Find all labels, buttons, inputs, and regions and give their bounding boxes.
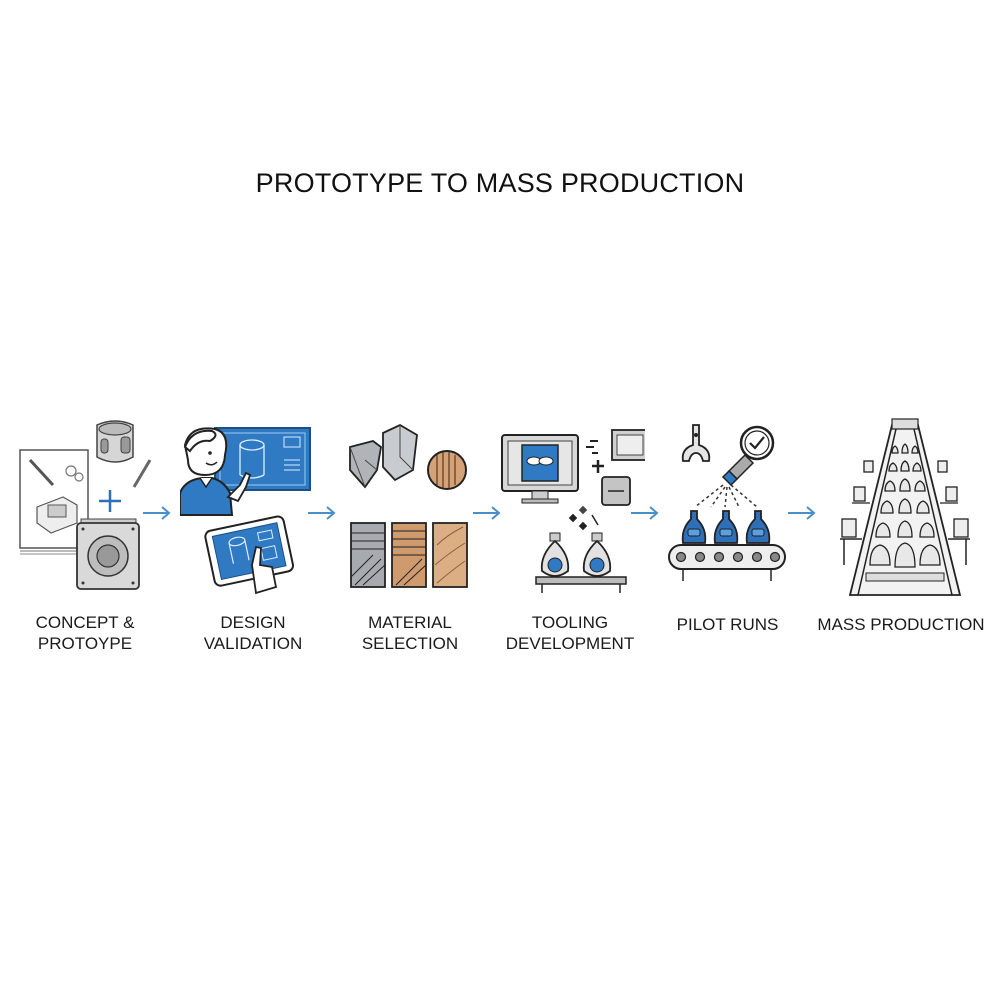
stage-pilot-runs — [665, 415, 790, 595]
stage-mass-production — [840, 415, 970, 600]
wrench-icon — [681, 424, 711, 462]
stage-label-material-selection: MATERIAL SELECTION — [361, 613, 459, 653]
right-arrow-icon — [143, 506, 171, 520]
conveyor-inspection-icon — [668, 424, 786, 581]
right-arrow-icon — [788, 506, 816, 520]
stage-label-mass-production: MASS PRODUCTION — [817, 615, 985, 634]
engineer-blueprint-tablet-icon — [180, 427, 311, 595]
material-samples-icon — [349, 423, 468, 588]
production-line-icon — [840, 418, 970, 596]
stage-label-pilot-runs: PILOT RUNS — [676, 615, 779, 634]
stage-tooling-development — [500, 415, 645, 595]
stage-concept-prototype — [15, 415, 165, 595]
cad-monitor-mold-icon — [501, 429, 645, 593]
right-arrow-icon — [473, 506, 501, 520]
stage-label-tooling-development: TOOLING DEVELOPMENT — [505, 613, 635, 653]
stage-design-validation — [180, 415, 315, 595]
page-title: PROTOTYPE TO MASS PRODUCTION — [255, 168, 745, 198]
stage-material-selection — [345, 415, 475, 595]
stage-label-concept-prototype: CONCEPT & PROTOYPE — [35, 613, 135, 653]
right-arrow-icon — [308, 506, 336, 520]
right-arrow-icon — [631, 506, 659, 520]
stage-label-design-validation: DESIGN VALIDATION — [203, 613, 303, 653]
sketch-and-3d-print-icon — [19, 420, 152, 590]
